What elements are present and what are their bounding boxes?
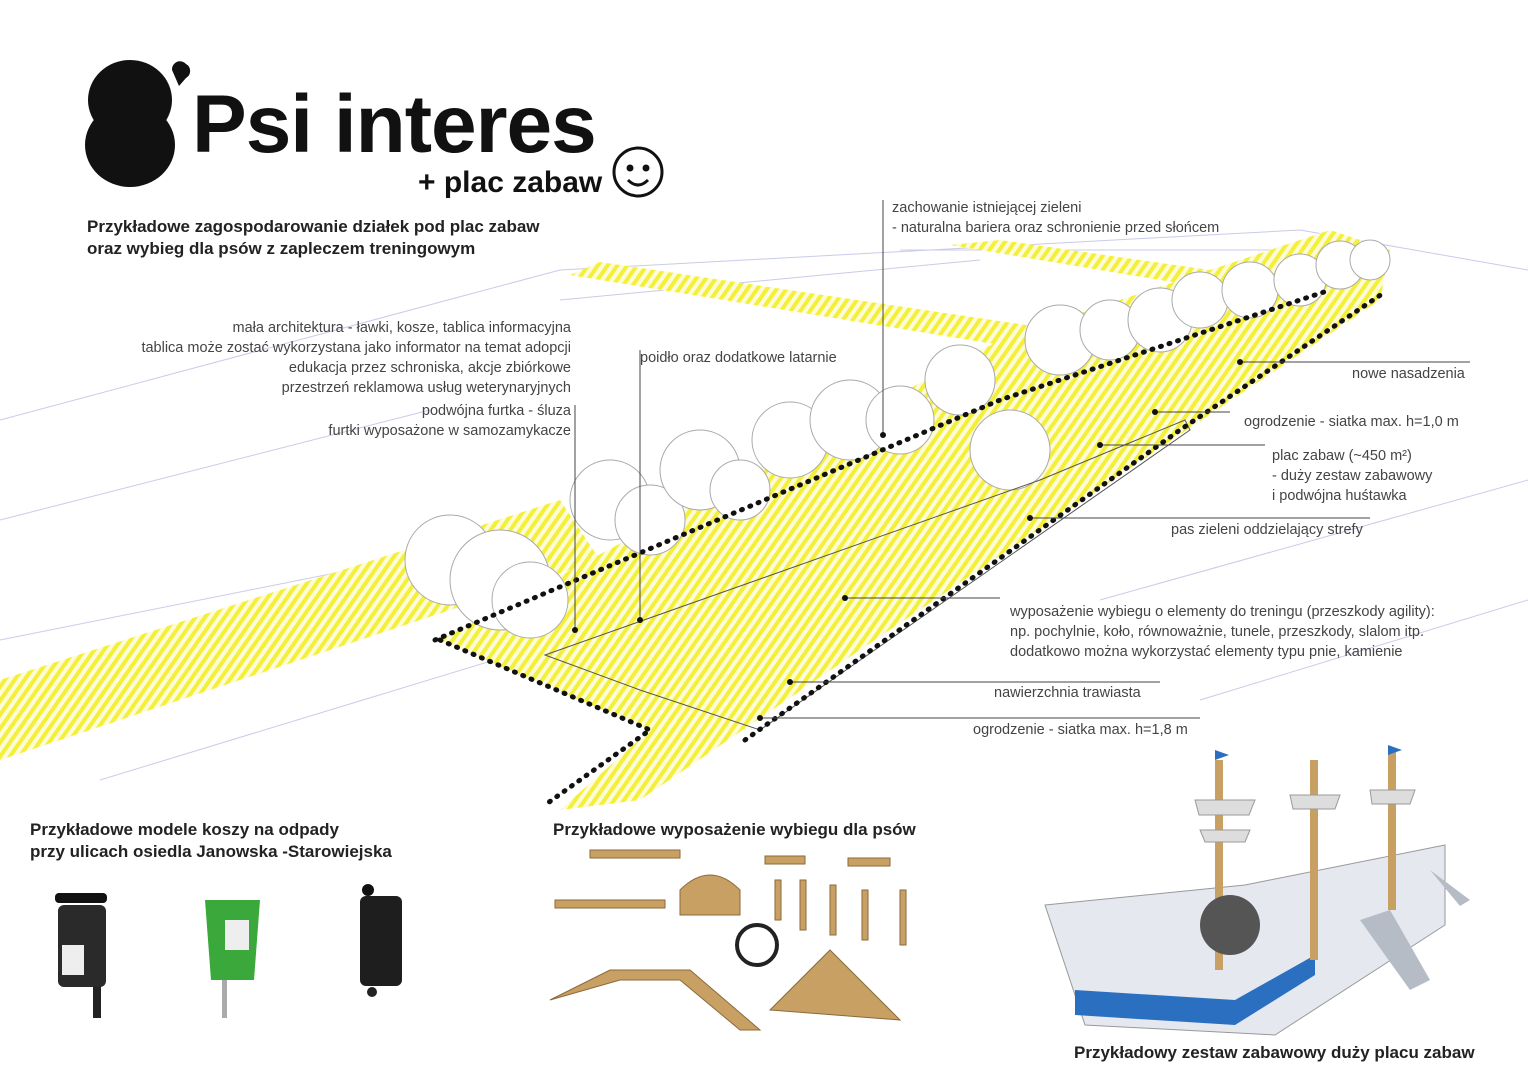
annotation-small-architecture: mała architektura - ławki, kosze, tablic… [141, 318, 571, 398]
bins-heading-line: Przykładowe modele koszy na odpady [30, 820, 339, 839]
play-set-illustration [1044, 745, 1470, 1036]
leader-dots [572, 359, 1243, 721]
bin-black-2 [360, 884, 402, 997]
logo-subtitle: + plac zabaw [418, 166, 603, 199]
annotation-line: przestrzeń reklamowa usług weterynaryjny… [281, 380, 571, 396]
annotation-line: zachowanie istniejącej zieleni [892, 200, 1082, 216]
annotation-line: edukacja przez schroniska, akcje zbiórko… [288, 360, 571, 376]
main-plot [440, 230, 1390, 810]
dog-mascot-icon [85, 60, 191, 187]
annotation-gate: podwójna furtka - śluza furtki wyposażon… [328, 401, 571, 441]
annotation-fence-low: ogrodzenie - siatka max. h=1,0 m [1244, 414, 1459, 430]
bin-green [205, 900, 260, 1018]
intro-heading: Przykładowe zagospodarowanie działek pod… [87, 216, 540, 260]
fence [543, 419, 1191, 731]
annotation-water: poidło oraz dodatkowe latarnie [640, 350, 837, 366]
strip-top [570, 262, 1060, 345]
intro-line: oraz wybieg dla psów z zapleczem trening… [87, 239, 476, 258]
annotation-equipment: wyposażenie wybiegu o elementy do trenin… [1010, 602, 1435, 662]
annotation-line: i podwójna huśtawka [1272, 488, 1407, 504]
annotation-green-strip: pas zieleni oddzielający strefy [1171, 522, 1363, 538]
annotation-line: wyposażenie wybiegu o elementy do trenin… [1010, 604, 1435, 620]
annotation-line: - naturalna bariera oraz schronienie prz… [892, 220, 1220, 236]
annotation-playground: plac zabaw (~450 m²) - duży zestaw zabaw… [1272, 446, 1432, 506]
trees [404, 239, 1391, 639]
agility-hoop [735, 923, 779, 967]
leader-lines [574, 200, 1470, 719]
dog-equipment-illustration [549, 849, 907, 1031]
bins-heading-line: przy ulicach osiedla Janowska -Starowiej… [30, 842, 392, 861]
annotation-new-plants: nowe nasadzenia [1352, 366, 1465, 382]
bins-heading: Przykładowe modele koszy na odpady przy … [30, 819, 392, 863]
annotation-line: np. pochylnie, koło, równoważnie, tunele… [1010, 624, 1425, 640]
annotation-line: dodatkowo można wykorzystać elementy typ… [1010, 644, 1403, 660]
annotation-line: - duży zestaw zabawowy [1272, 468, 1433, 484]
play-set-heading: Przykładowy zestaw zabawowy duży placu z… [1074, 1043, 1475, 1062]
annotation-line: mała architektura - ławki, kosze, tablic… [232, 320, 571, 336]
annotation-grass: nawierzchnia trawiasta [994, 685, 1141, 701]
annotation-green: zachowanie istniejącej zieleni - natural… [892, 198, 1219, 238]
plan-background [0, 229, 1528, 781]
annotation-line: furtki wyposażone w samozamykacze [328, 423, 571, 439]
bin-black-1 [55, 893, 107, 1018]
annotation-fence-high: ogrodzenie - siatka max. h=1,8 m [973, 722, 1188, 738]
intro-line: Przykładowe zagospodarowanie działek pod… [87, 217, 540, 236]
annotation-line: tablica może zostać wykorzystana jako in… [141, 340, 571, 356]
plot-boundary [432, 287, 1388, 808]
logo-title: Psi interes [192, 79, 597, 170]
baby-face-icon [612, 146, 664, 198]
annotation-line: plac zabaw (~450 m²) [1272, 448, 1412, 464]
dog-equipment-heading: Przykładowe wyposażenie wybiegu dla psów [553, 820, 916, 839]
annotation-line: podwójna furtka - śluza [421, 403, 571, 419]
strip-top-right [950, 240, 1210, 285]
